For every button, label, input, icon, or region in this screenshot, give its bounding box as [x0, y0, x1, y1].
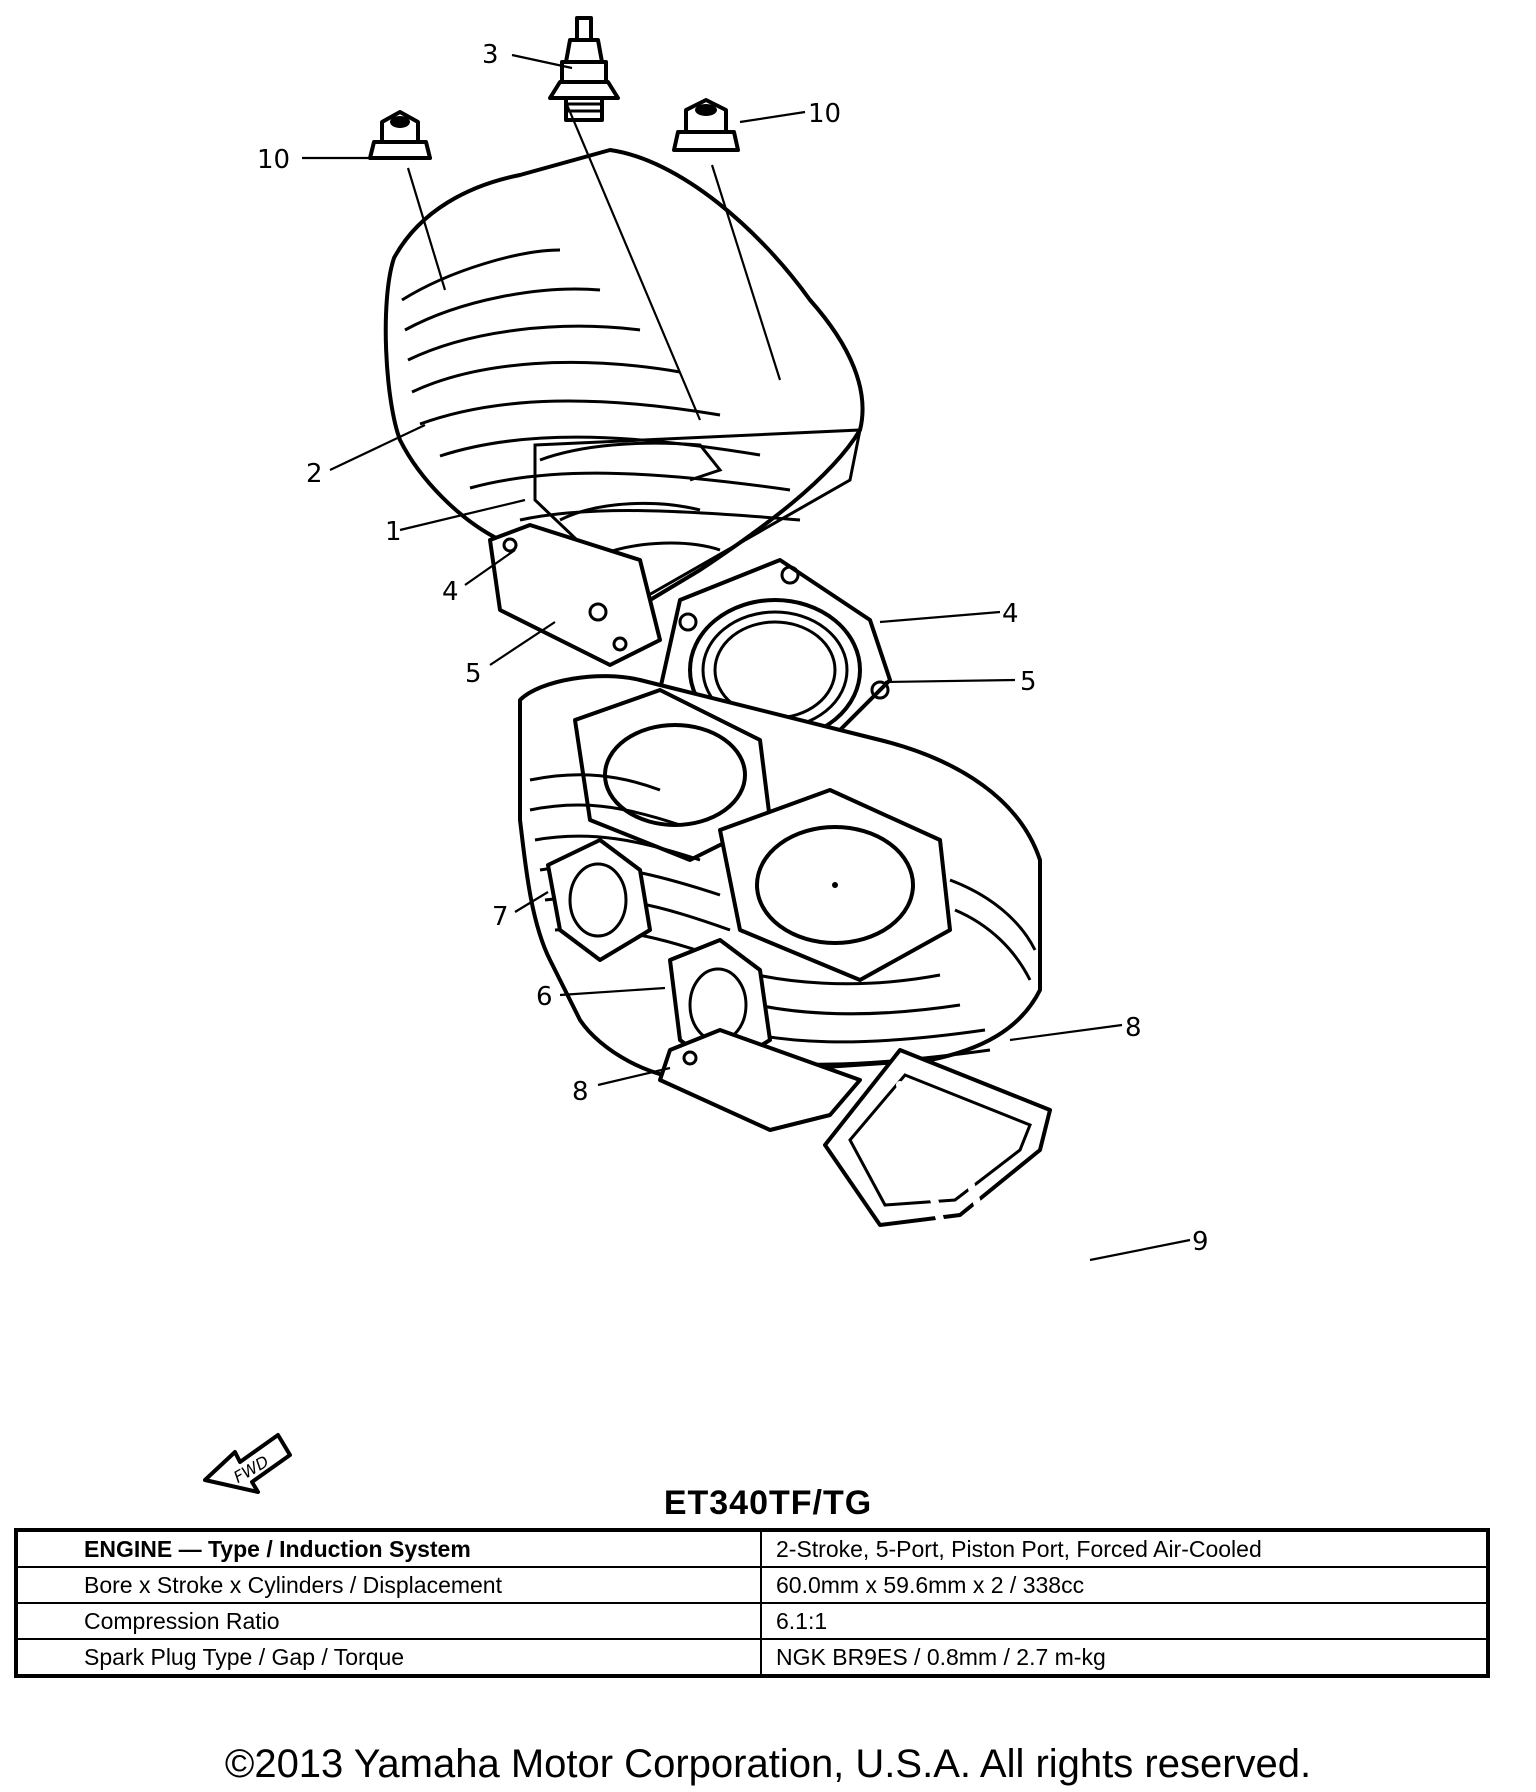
- cylinder-head-part: [383, 148, 865, 603]
- callout-4-left: 4: [442, 577, 459, 607]
- stud-bolts: [706, 1081, 1119, 1482]
- spec-value: NGK BR9ES / 0.8mm / 2.7 m-kg: [760, 1638, 1489, 1677]
- cap-nut-left: [368, 110, 432, 160]
- callout-4-right: 4: [1002, 599, 1019, 629]
- table-row: Compression Ratio 6.1:1: [15, 1602, 1489, 1640]
- cap-nut-right: [672, 98, 740, 152]
- cylinder-block-part: [518, 674, 1042, 1082]
- callout-8-left: 8: [572, 1077, 589, 1107]
- table-row: ENGINE — Type / Induction System 2-Strok…: [15, 1529, 1489, 1568]
- spec-value: 2-Stroke, 5-Port, Piston Port, Forced Ai…: [760, 1529, 1489, 1568]
- spec-label: Bore x Stroke x Cylinders / Displacement: [15, 1566, 762, 1604]
- callout-2: 2: [306, 459, 323, 489]
- callout-5-right: 5: [1020, 667, 1037, 697]
- model-title: ET340TF/TG: [663, 1484, 873, 1522]
- leader-lines: [302, 53, 1191, 1262]
- callout-9: 9: [1192, 1227, 1209, 1257]
- engine-spec-table: ENGINE — Type / Induction System 2-Strok…: [14, 1528, 1490, 1678]
- spec-value: 6.1:1: [760, 1602, 1489, 1640]
- callout-8-right: 8: [1125, 1013, 1142, 1043]
- callout-3: 3: [482, 40, 499, 70]
- callout-7: 7: [492, 902, 509, 932]
- spark-plug-part: [548, 16, 620, 122]
- spec-value: 60.0mm x 59.6mm x 2 / 338cc: [760, 1566, 1489, 1604]
- base-gasket-right: [823, 1048, 1052, 1227]
- callout-10-left: 10: [257, 145, 290, 175]
- spec-label: ENGINE — Type / Induction System: [15, 1529, 762, 1568]
- table-row: Bore x Stroke x Cylinders / Displacement…: [15, 1566, 1489, 1604]
- base-gasket-left: [658, 1028, 862, 1132]
- callout-5-left: 5: [465, 659, 482, 689]
- forward-arrow-icon: FWD: [203, 1433, 292, 1494]
- spec-label: Spark Plug Type / Gap / Torque: [15, 1638, 762, 1677]
- callout-1: 1: [385, 517, 402, 547]
- callout-6: 6: [536, 982, 553, 1012]
- callout-10-right: 10: [808, 99, 841, 129]
- copyright-notice: ©2013 Yamaha Motor Corporation, U.S.A. A…: [224, 1742, 1312, 1786]
- head-gasket-left: [488, 523, 662, 667]
- table-row: Spark Plug Type / Gap / Torque NGK BR9ES…: [15, 1638, 1489, 1677]
- spec-label: Compression Ratio: [15, 1602, 762, 1640]
